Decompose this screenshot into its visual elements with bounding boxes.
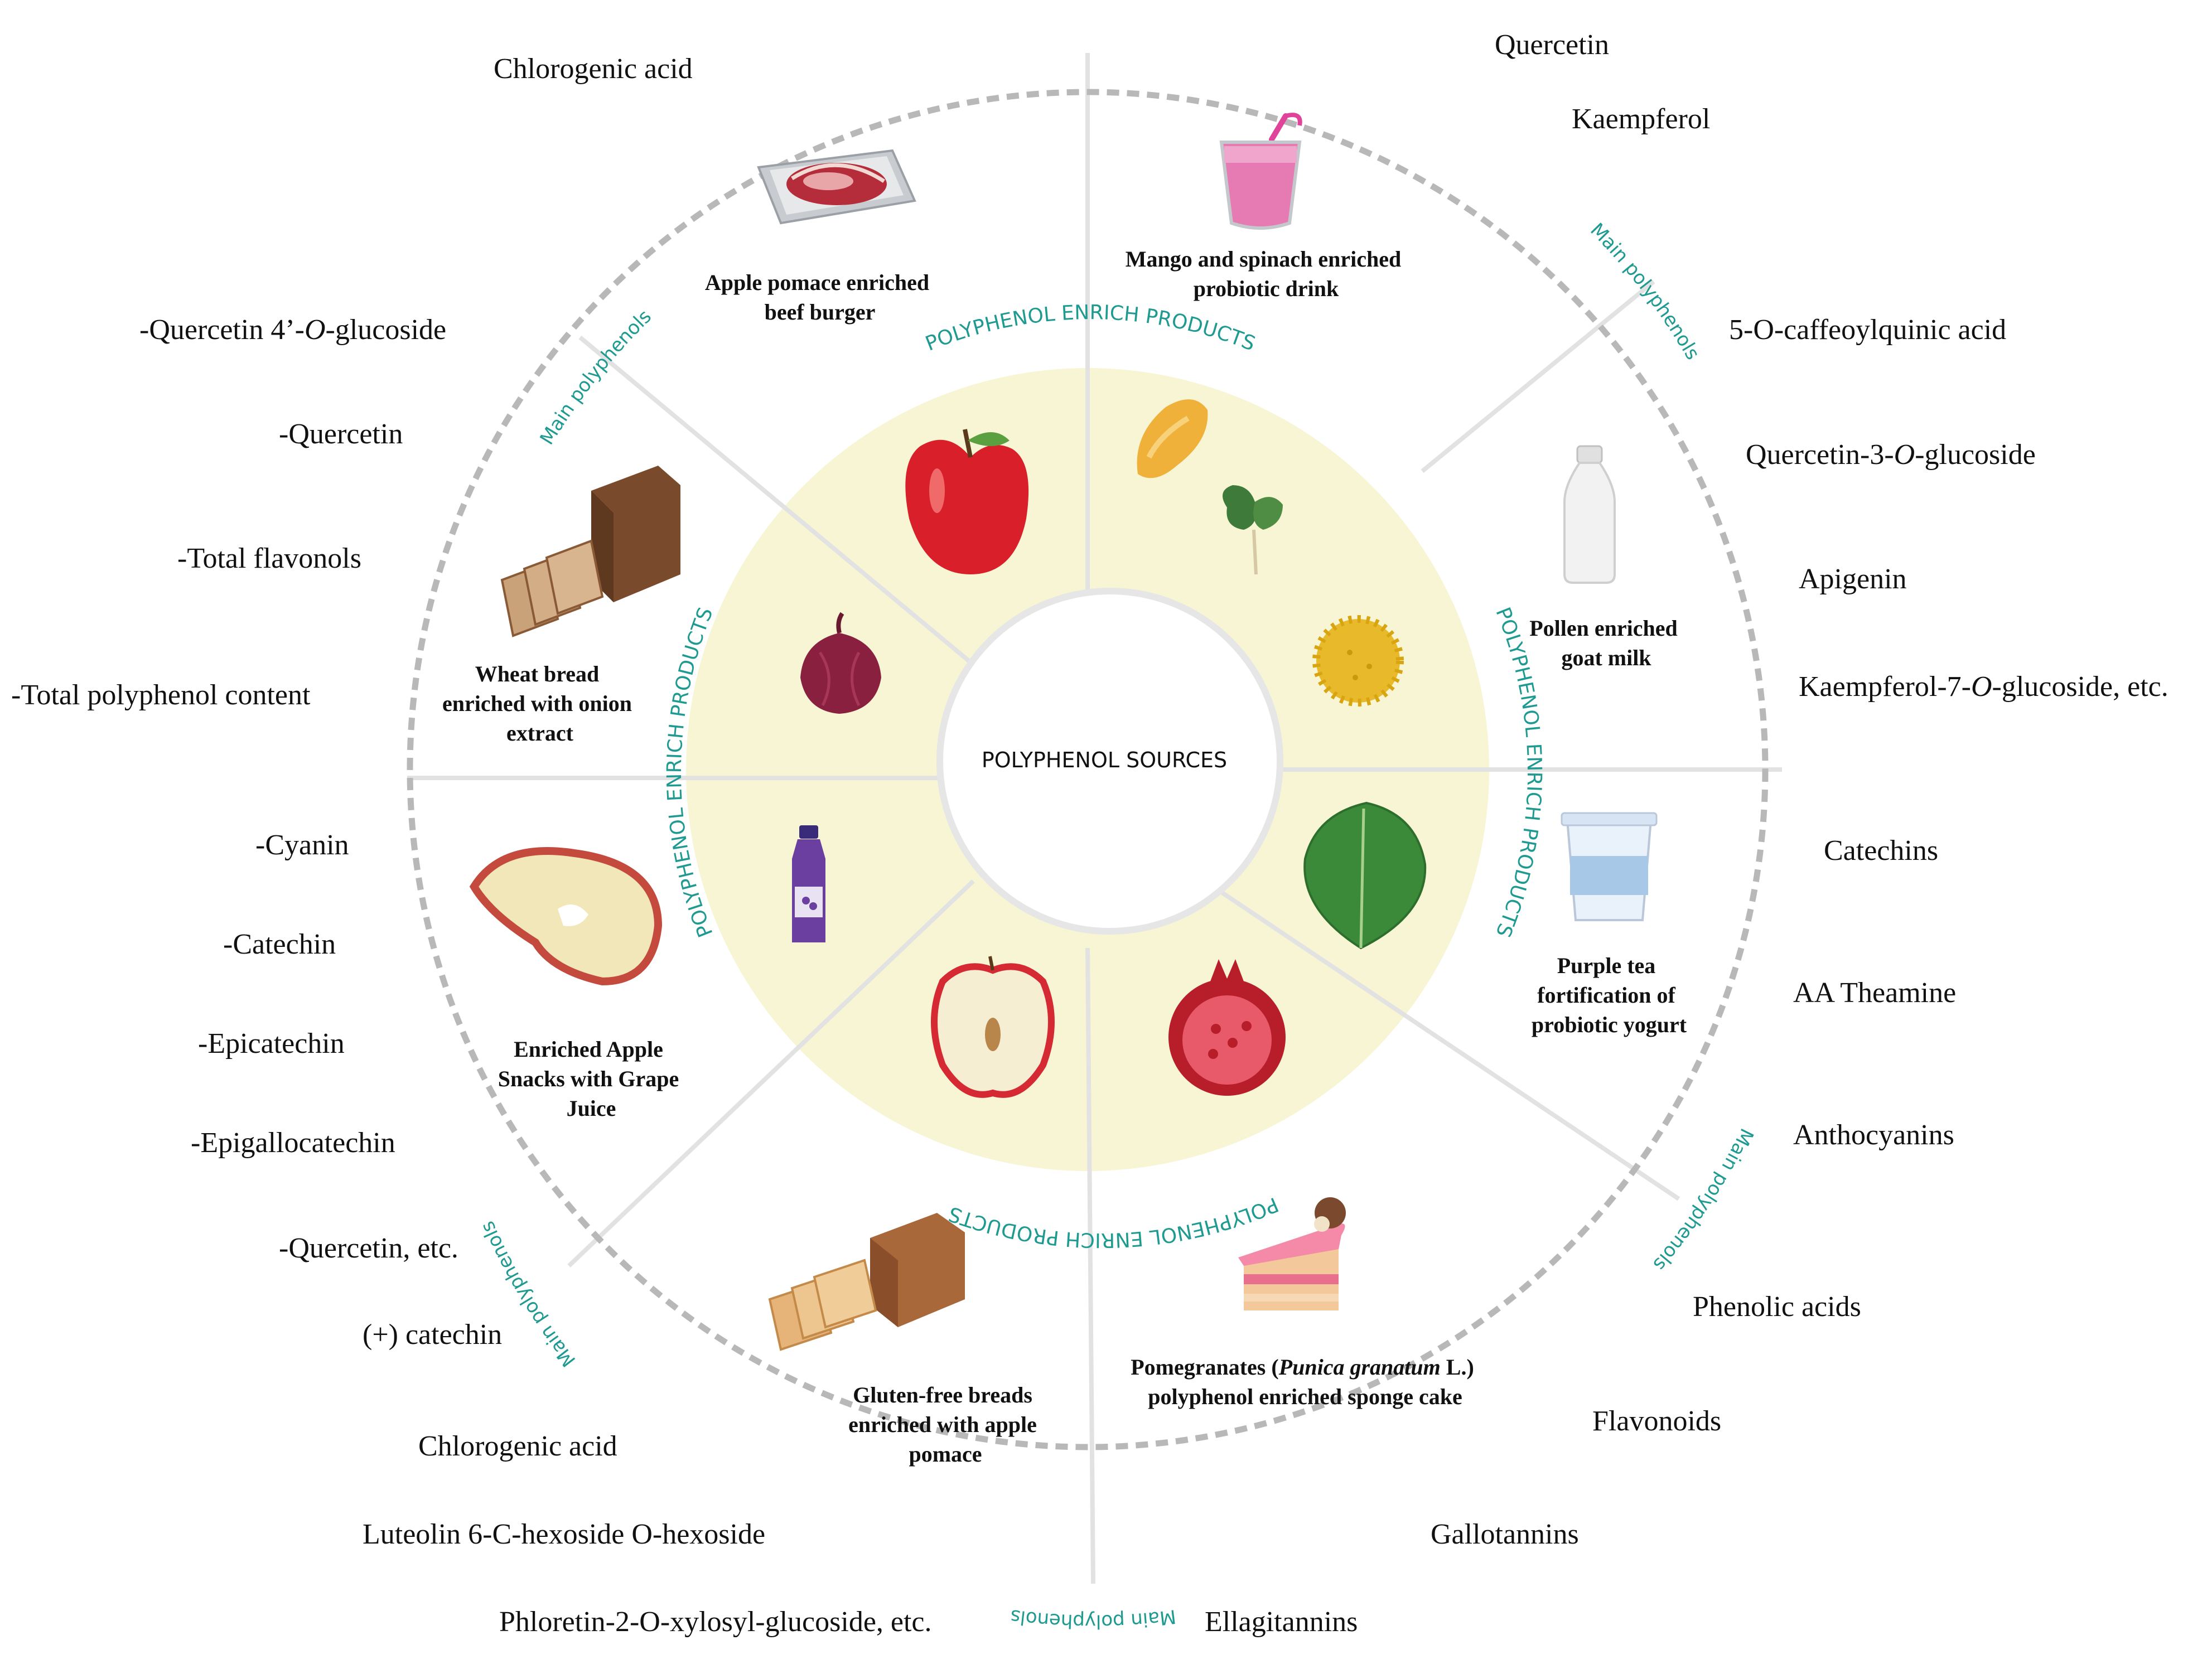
apple-half-icon	[931, 956, 1055, 1098]
compound-top-right-1: Quercetin	[1495, 29, 1609, 61]
compound-bottom-right-3: Gallotannins	[1431, 1518, 1579, 1550]
apple-icon	[905, 429, 1029, 574]
compound-bottom-left-2: Chlorogenic acid	[418, 1430, 617, 1462]
main-label-top-right: Main polyphenols	[1586, 219, 1704, 364]
compound-bottom-left-1: (+) catechin	[363, 1319, 502, 1351]
bread-loaf-icon	[500, 466, 680, 637]
pollen-grain-icon	[1312, 615, 1404, 707]
compound-bottom-right-4: Ellagitannins	[1205, 1606, 1358, 1638]
mango-icon	[1137, 399, 1208, 478]
compound-lower-left-2: -Catechin	[223, 928, 336, 960]
milk-bottle-icon	[1563, 445, 1616, 584]
compound-lower-left-3: -Epicatechin	[198, 1028, 345, 1060]
compound-lower-left-5: -Quercetin, etc.	[279, 1232, 458, 1264]
product-label-sponge-cake: Pomegranates (Punica granatum L.) polyph…	[1131, 1355, 1480, 1409]
compound-lower-left-4: -Epigallocatechin	[191, 1127, 395, 1159]
compound-top-right-3: 5-O-caffeoylquinic acid	[1729, 314, 2006, 346]
sector-dividers	[407, 53, 1782, 1584]
compound-upper-left-3: -Total flavonols	[177, 543, 361, 574]
compound-lower-left-1: -Cyanin	[255, 829, 349, 861]
main-label-bottom-right: Main polyphenols	[1649, 1125, 1758, 1275]
compound-bottom-right-1: Phenolic acids	[1693, 1291, 1861, 1323]
compound-upper-left-4: -Total polyphenol content	[11, 679, 311, 711]
product-label-probiotic-drink: Mango and spinach enriched probiotic dri…	[1126, 246, 1407, 301]
leaf-icon	[1303, 801, 1427, 950]
compound-bottom-left-3: Luteolin 6-C-hexoside O-hexoside	[363, 1518, 765, 1550]
outer-dashed-ring	[407, 89, 1769, 1450]
compound-right-lower-2: AA Theamine	[1793, 977, 1956, 1009]
product-label-yogurt: Purple tea fortification of probiotic yo…	[1532, 953, 1687, 1037]
compound-bottom-right-2: Flavonoids	[1592, 1405, 1721, 1437]
spinach-icon	[1223, 485, 1283, 575]
center-circle	[936, 588, 1283, 935]
main-label-top-left: Main polyphenols	[536, 306, 656, 449]
pomegranate-icon	[1168, 959, 1286, 1096]
meat-tray-icon	[757, 149, 916, 225]
compound-bottom-left-4: Phloretin-2-O-xylosyl-glucoside, etc.	[499, 1606, 932, 1638]
compound-right-apigenin: Apigenin	[1799, 563, 1907, 595]
compound-right-lower-3: Anthocyanins	[1793, 1119, 1954, 1151]
compound-right-lower-1: Catechins	[1824, 835, 1938, 867]
product-label-beef-burger: Apple pomace enriched beef burger	[705, 270, 935, 325]
compound-upper-left-1: -Quercetin 4’-O-glucoside	[139, 314, 446, 346]
enrich-label-right: POLYPHENOL ENRICH PRODUCTS	[1491, 604, 1545, 941]
compound-top-right-2: Kaempferol	[1572, 103, 1710, 135]
product-label-gluten-free: Gluten-free breads enriched with apple p…	[848, 1382, 1042, 1467]
product-label-goat-milk: Pollen enriched goat milk	[1529, 616, 1683, 670]
compound-right-k7g: Kaempferol-7-O-glucoside, etc.	[1799, 671, 2168, 703]
smoothie-cup-icon	[1219, 113, 1302, 230]
enrich-label-bottom: POLYPHENOL ENRICH PRODUCTS	[945, 1192, 1281, 1251]
compound-top-left: Chlorogenic acid	[494, 53, 693, 85]
grape-juice-bottle-icon	[792, 825, 825, 942]
dried-apple-ring-icon	[469, 847, 663, 986]
product-label-wheat-bread: Wheat bread enriched with onion extract	[442, 661, 637, 746]
yogurt-cup-icon	[1561, 812, 1658, 921]
center-label: POLYPHENOL SOURCES	[982, 748, 1227, 772]
onion-icon	[800, 612, 881, 714]
compound-upper-left-2: -Quercetin	[279, 418, 403, 450]
enrich-label-top: POLYPHENOL ENRICH PRODUCTS	[923, 301, 1259, 356]
main-label-bottom: Main polyphenols	[1009, 1605, 1177, 1633]
product-label-apple-snacks: Enriched Apple Snacks with Grape Juice	[498, 1037, 685, 1121]
compound-right-q3g: Quercetin-3-O-glucoside	[1746, 439, 2036, 471]
cake-slice-icon	[1238, 1197, 1346, 1310]
bread-loaf-icon	[768, 1213, 965, 1351]
